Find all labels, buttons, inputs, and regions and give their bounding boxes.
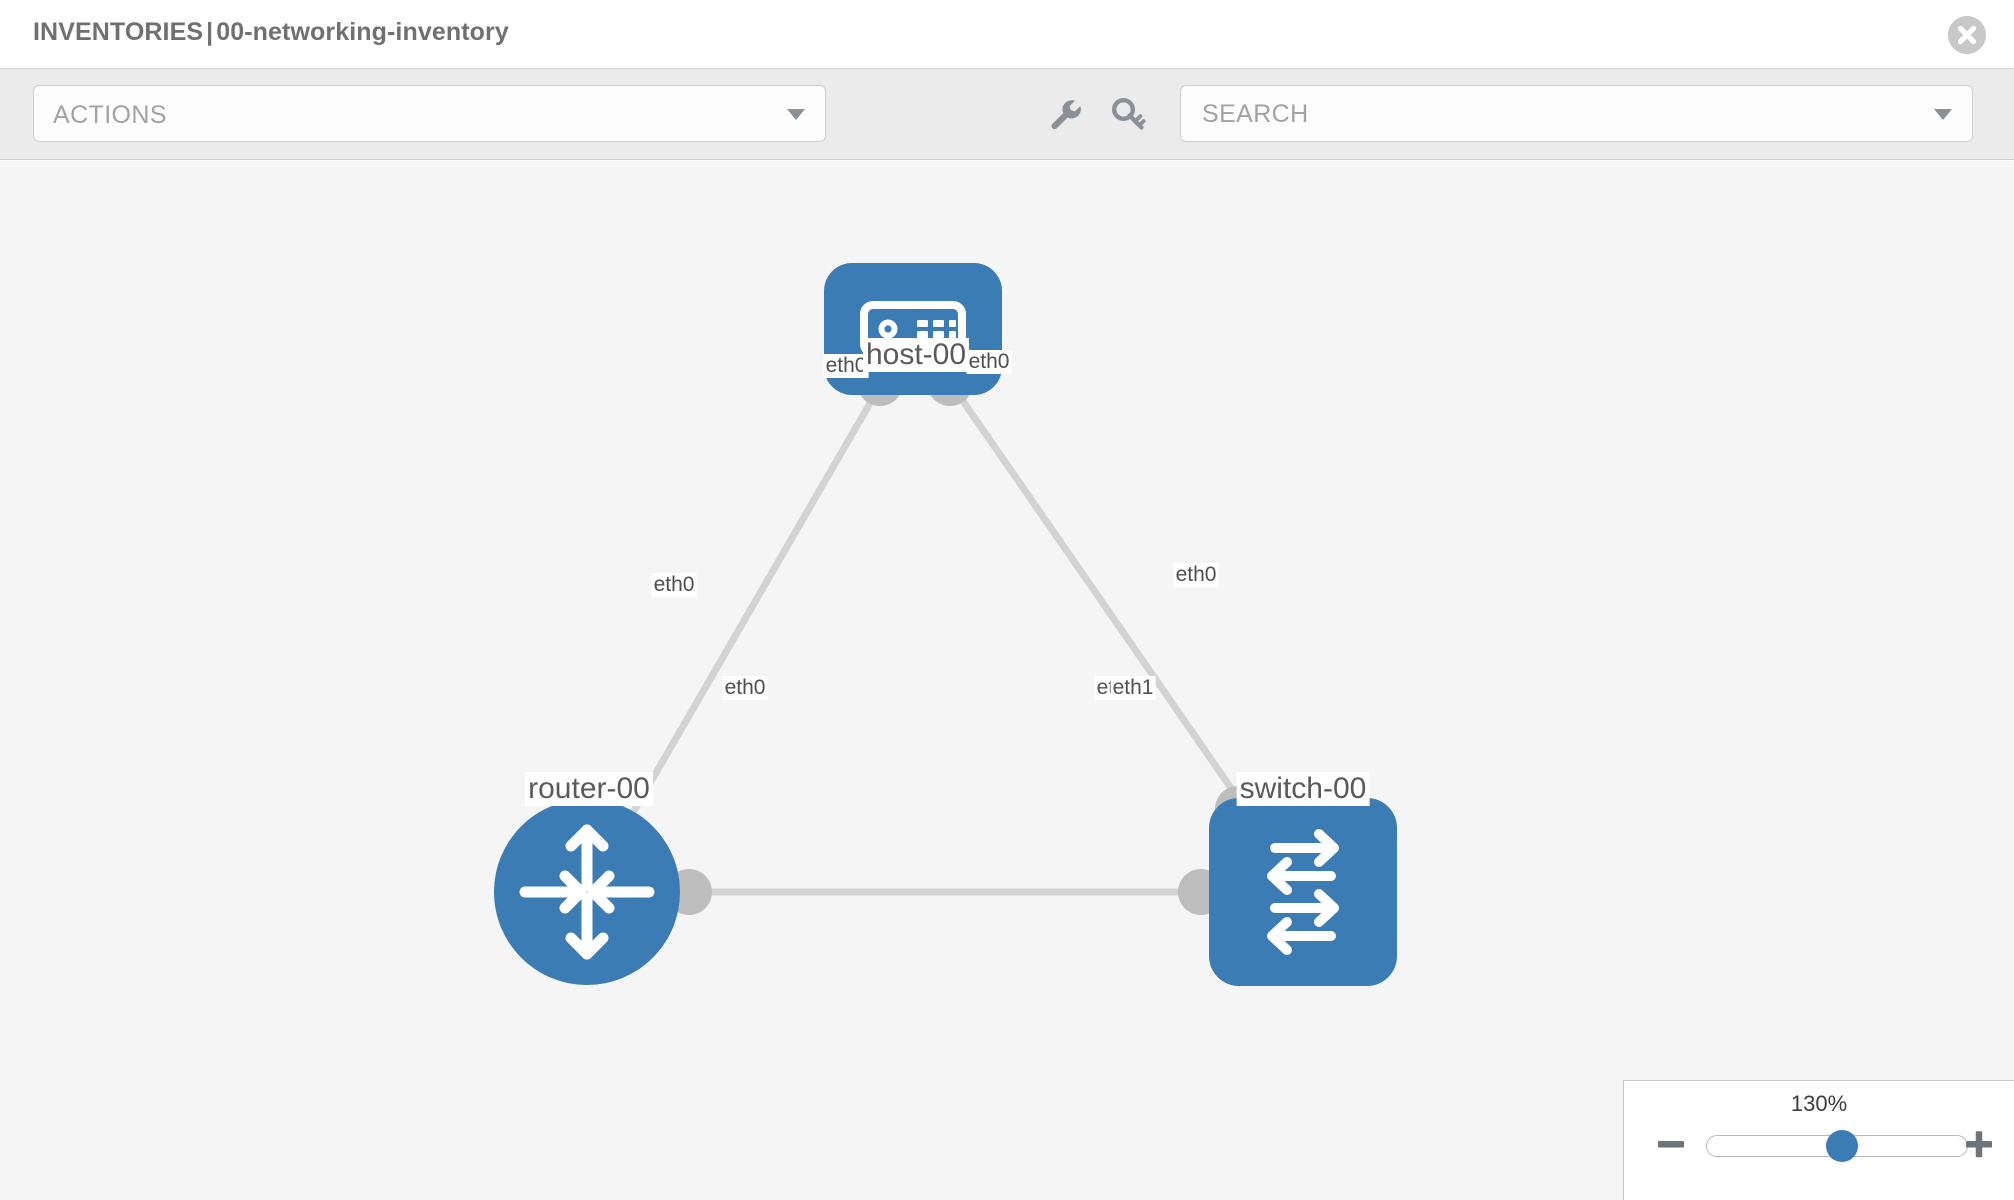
edge-host-router xyxy=(583,325,917,896)
plus-icon[interactable] xyxy=(1962,1127,1996,1161)
interface-label: eth0 xyxy=(1173,563,1219,587)
node-label-host-00[interactable]: host-00 xyxy=(862,338,970,372)
zoom-slider-thumb[interactable] xyxy=(1826,1130,1859,1162)
interface-label: eth1 xyxy=(1110,676,1156,700)
zoom-control-panel: 130% xyxy=(1623,1080,2014,1200)
topology-edges xyxy=(583,325,1307,896)
app-header: INVENTORIES|00-networking-inventory xyxy=(0,0,2014,69)
breadcrumb-current: 00-networking-inventory xyxy=(216,18,509,46)
interface-label: eth0 xyxy=(722,676,768,700)
search-input[interactable] xyxy=(1200,86,1904,143)
node-switch-00 xyxy=(1209,798,1397,986)
breadcrumb-separator: | xyxy=(206,18,214,46)
breadcrumb-root[interactable]: INVENTORIES xyxy=(33,18,204,46)
minus-icon[interactable] xyxy=(1654,1127,1688,1161)
zoom-slider-track[interactable] xyxy=(1706,1130,1968,1162)
interface-label: eth0 xyxy=(823,354,869,378)
interface-label: eth0 xyxy=(966,350,1012,374)
actions-dropdown[interactable]: ACTIONS xyxy=(33,85,826,142)
zoom-level-value: 130% xyxy=(1790,1091,1848,1116)
wrench-icon[interactable] xyxy=(1047,96,1083,132)
toolbar: ACTIONS xyxy=(0,69,2014,160)
key-icon[interactable] xyxy=(1110,96,1146,132)
interface-label: eth0 xyxy=(651,573,697,597)
chevron-down-icon xyxy=(787,108,805,120)
breadcrumb: INVENTORIES|00-networking-inventory xyxy=(33,18,509,47)
topology-graph xyxy=(494,263,1397,986)
node-router-00 xyxy=(494,799,680,985)
topology-canvas[interactable]: eth0 eth0 eth0 eth0 eth0 eth0 eth1 host-… xyxy=(0,161,2014,1200)
node-label-router-00[interactable]: router-00 xyxy=(525,772,653,806)
chevron-down-icon[interactable] xyxy=(1934,108,1952,120)
search-field[interactable] xyxy=(1180,85,1973,143)
topology-connectors xyxy=(666,360,1261,915)
actions-dropdown-label: ACTIONS xyxy=(53,101,167,129)
close-icon[interactable] xyxy=(1948,16,1986,54)
node-label-switch-00[interactable]: switch-00 xyxy=(1236,772,1370,806)
